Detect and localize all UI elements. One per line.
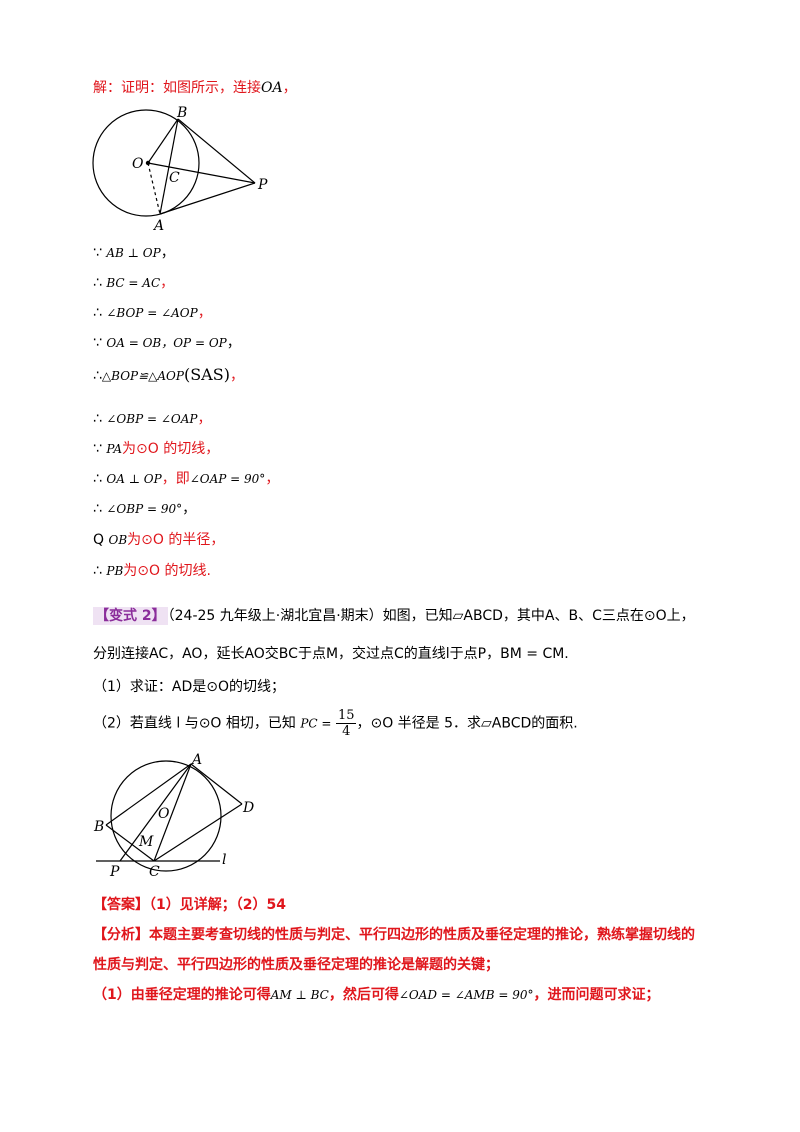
variant-line-2: 分别连接AC，AO，延长AO交BC于点M，交过点C的直线l于点P，BM = CM… [93, 646, 569, 662]
analysis-line-1: 【分析】本题主要考查切线的性质与判定、平行四边形的性质及垂径定理的推论，熟练掌握… [93, 927, 695, 943]
fig2-label-M: M [138, 834, 154, 850]
variant-tag: 【变式 2】 [93, 607, 168, 625]
variant-header: 【变式 2】（24-25 九年级上·湖北宜昌·期末）如图，已知▱ABCD，其中A… [93, 607, 695, 625]
fig1-label-P: P [257, 177, 268, 193]
answer: 【答案】（1）见详解；（2）54 [93, 897, 286, 913]
proof-step-3: ∴ ∠BOP = ∠AOP， [93, 305, 212, 321]
proof-step-2: ∴ BC = AC， [93, 275, 175, 291]
proof-step-1: ∵ AB ⊥ OP， [93, 245, 175, 261]
analysis-line-3: （1）由垂径定理的推论可得AM ⊥ BC，然后可得∠OAD = ∠AMB = 9… [93, 987, 660, 1003]
fig2-label-C: C [149, 864, 160, 880]
fig2-label-A: A [190, 752, 202, 768]
fig1-label-C: C [169, 170, 180, 186]
proof-step-6: ∴ ∠OBP = ∠OAP， [93, 411, 212, 427]
fig2-label-B: B [93, 819, 104, 835]
analysis-line-2: 性质与判定、平行四边形的性质及垂径定理的推论是解题的关键； [93, 957, 499, 973]
fig1-label-B: B [176, 105, 187, 121]
variant-question-1: （1）求证：AD是⊙O的切线； [93, 679, 286, 695]
fig2-label-P: P [109, 864, 120, 880]
proof-step-9: ∴ ∠OBP = 90°， [93, 501, 197, 517]
proof-step-4: ∵ OA = OB，OP = OP， [93, 335, 241, 351]
fig2-label-l: l [222, 852, 226, 868]
figure-1: B O C P A [92, 105, 268, 234]
proof-step-8: ∴ OA ⊥ OP，即∠OAP = 90°， [93, 471, 280, 487]
fig1-label-A: A [152, 218, 164, 234]
fig2-label-D: D [242, 800, 254, 816]
solution-intro: 解：证明：如图所示，连接OA， [93, 80, 297, 96]
proof-step-10: Q OB为⊙O 的半径， [93, 532, 225, 548]
figure-2: A D O B M P C l [93, 752, 254, 880]
fig1-label-O: O [132, 156, 144, 172]
proof-step-11: ∴ PB为⊙O 的切线. [93, 563, 211, 579]
fig2-label-O: O [158, 806, 170, 822]
proof-step-7: ∵ PA为⊙O 的切线， [93, 441, 220, 457]
proof-step-5: ∴△BOP≌△AOP(SAS)， [93, 365, 244, 384]
